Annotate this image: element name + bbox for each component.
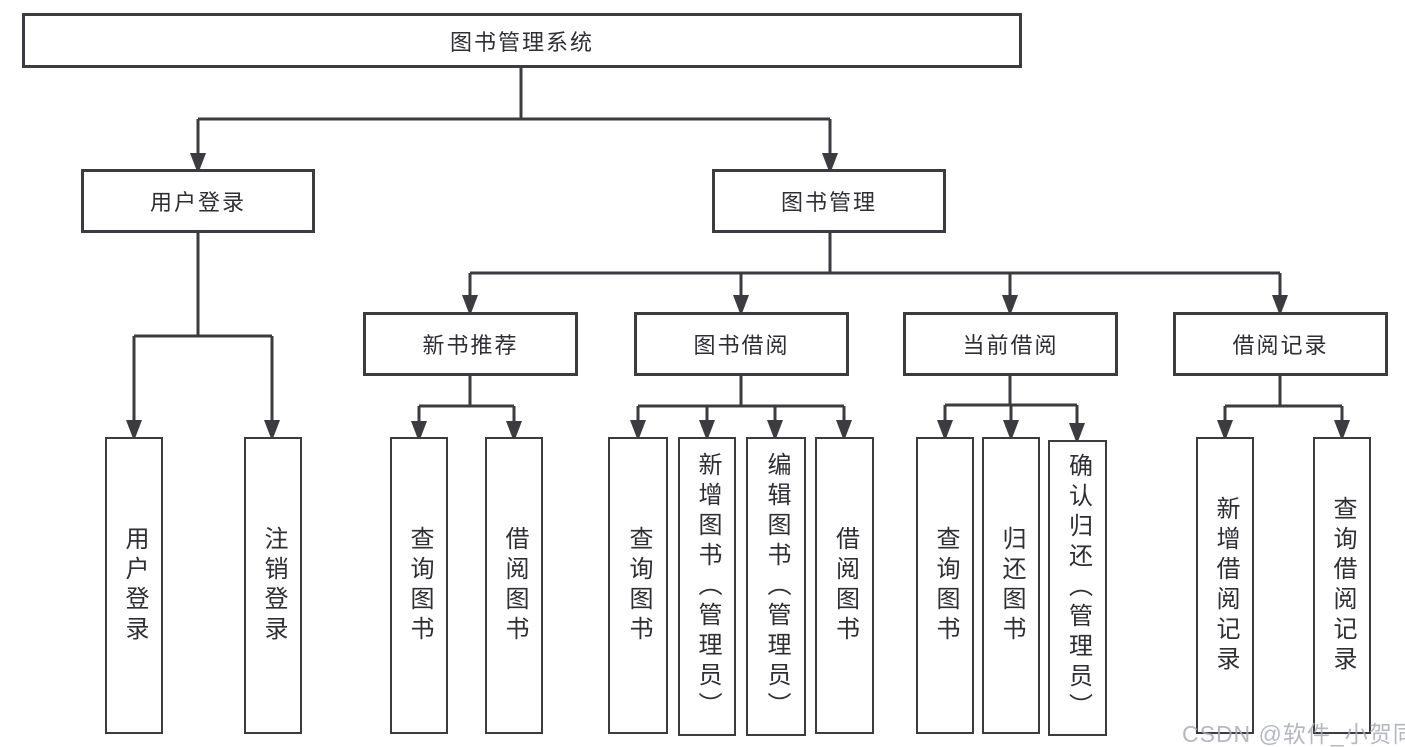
arrow-down-icon xyxy=(767,420,783,441)
node-label: 新增借阅记录 xyxy=(1212,495,1239,676)
csdn-watermark: CSDN @软件_小贺同学 xyxy=(1182,721,1405,747)
node-label: 新书推荐 xyxy=(422,333,519,358)
leaf-logout: 注销登录 xyxy=(244,437,302,734)
arrow-down-icon xyxy=(630,420,646,441)
node-user-login: 用户登录 xyxy=(81,169,315,233)
leaf-edit-book-admin: 编辑图书（管理员） xyxy=(746,437,806,736)
node-borrowing-records: 借阅记录 xyxy=(1173,312,1388,376)
arrow-down-icon xyxy=(126,420,142,441)
node-new-book-recommend: 新书推荐 xyxy=(363,312,578,376)
arrow-down-icon xyxy=(836,420,852,441)
node-label: 查询图书 xyxy=(932,525,959,646)
node-label: 确认归还（管理员） xyxy=(1064,453,1092,723)
node-label: 编辑图书（管理员） xyxy=(763,451,790,722)
connector-lines xyxy=(132,68,1344,423)
arrow-down-icon xyxy=(1272,295,1288,316)
leaf-query-books-current: 查询图书 xyxy=(916,437,974,734)
leaf-query-books-borrow: 查询图书 xyxy=(608,437,668,734)
leaf-return-book: 归还图书 xyxy=(982,437,1040,734)
arrow-down-icon xyxy=(506,421,522,442)
arrow-down-icon xyxy=(190,153,206,174)
leaf-query-borrow-record: 查询借阅记录 xyxy=(1313,437,1371,734)
arrow-down-icon xyxy=(411,421,427,442)
leaf-query-books-recommend: 查询图书 xyxy=(390,437,448,734)
node-label: 用户登录 xyxy=(121,525,148,646)
node-book-management: 图书管理 xyxy=(712,169,946,233)
arrow-down-icon xyxy=(699,420,715,441)
node-label: 查询借阅记录 xyxy=(1329,495,1356,676)
leaf-confirm-return-admin: 确认归还（管理员） xyxy=(1048,440,1107,736)
arrow-down-icon xyxy=(1217,420,1233,441)
arrow-down-icon xyxy=(1002,295,1018,316)
arrow-down-icon xyxy=(937,420,953,441)
leaf-add-book-admin: 新增图书（管理员） xyxy=(678,437,736,736)
node-label: 图书管理系统 xyxy=(449,29,594,55)
arrow-down-icon xyxy=(462,295,478,316)
arrow-down-icon xyxy=(264,420,280,441)
node-book-borrowing: 图书借阅 xyxy=(634,312,849,376)
node-library-management-system: 图书管理系统 xyxy=(22,13,1022,68)
node-label: 借阅图书 xyxy=(501,525,528,646)
arrow-down-icon xyxy=(1003,420,1019,441)
node-label: 查询图书 xyxy=(625,525,652,646)
arrow-down-icon xyxy=(733,295,749,316)
node-label: 注销登录 xyxy=(260,525,287,646)
arrow-down-icon xyxy=(1334,420,1350,441)
node-label: 借阅图书 xyxy=(831,525,859,646)
node-label: 用户登录 xyxy=(149,190,246,215)
node-label: 图书管理 xyxy=(780,190,877,215)
node-label: 查询图书 xyxy=(406,525,433,646)
node-label: 当前借阅 xyxy=(962,333,1059,358)
node-label: 图书借阅 xyxy=(693,333,790,358)
leaf-borrow-books-recommend: 借阅图书 xyxy=(485,437,543,734)
node-label: 归还图书 xyxy=(998,525,1025,646)
node-label: 借阅记录 xyxy=(1232,333,1329,358)
leaf-add-borrow-record: 新增借阅记录 xyxy=(1196,437,1254,734)
node-current-borrowing: 当前借阅 xyxy=(903,312,1118,376)
leaf-user-login: 用户登录 xyxy=(105,437,163,734)
leaf-borrow-books-borrow: 借阅图书 xyxy=(815,437,874,734)
arrow-down-icon xyxy=(822,153,838,174)
arrowheads xyxy=(126,153,1350,444)
node-label: 新增图书（管理员） xyxy=(694,451,721,722)
arrow-down-icon xyxy=(1069,423,1085,444)
